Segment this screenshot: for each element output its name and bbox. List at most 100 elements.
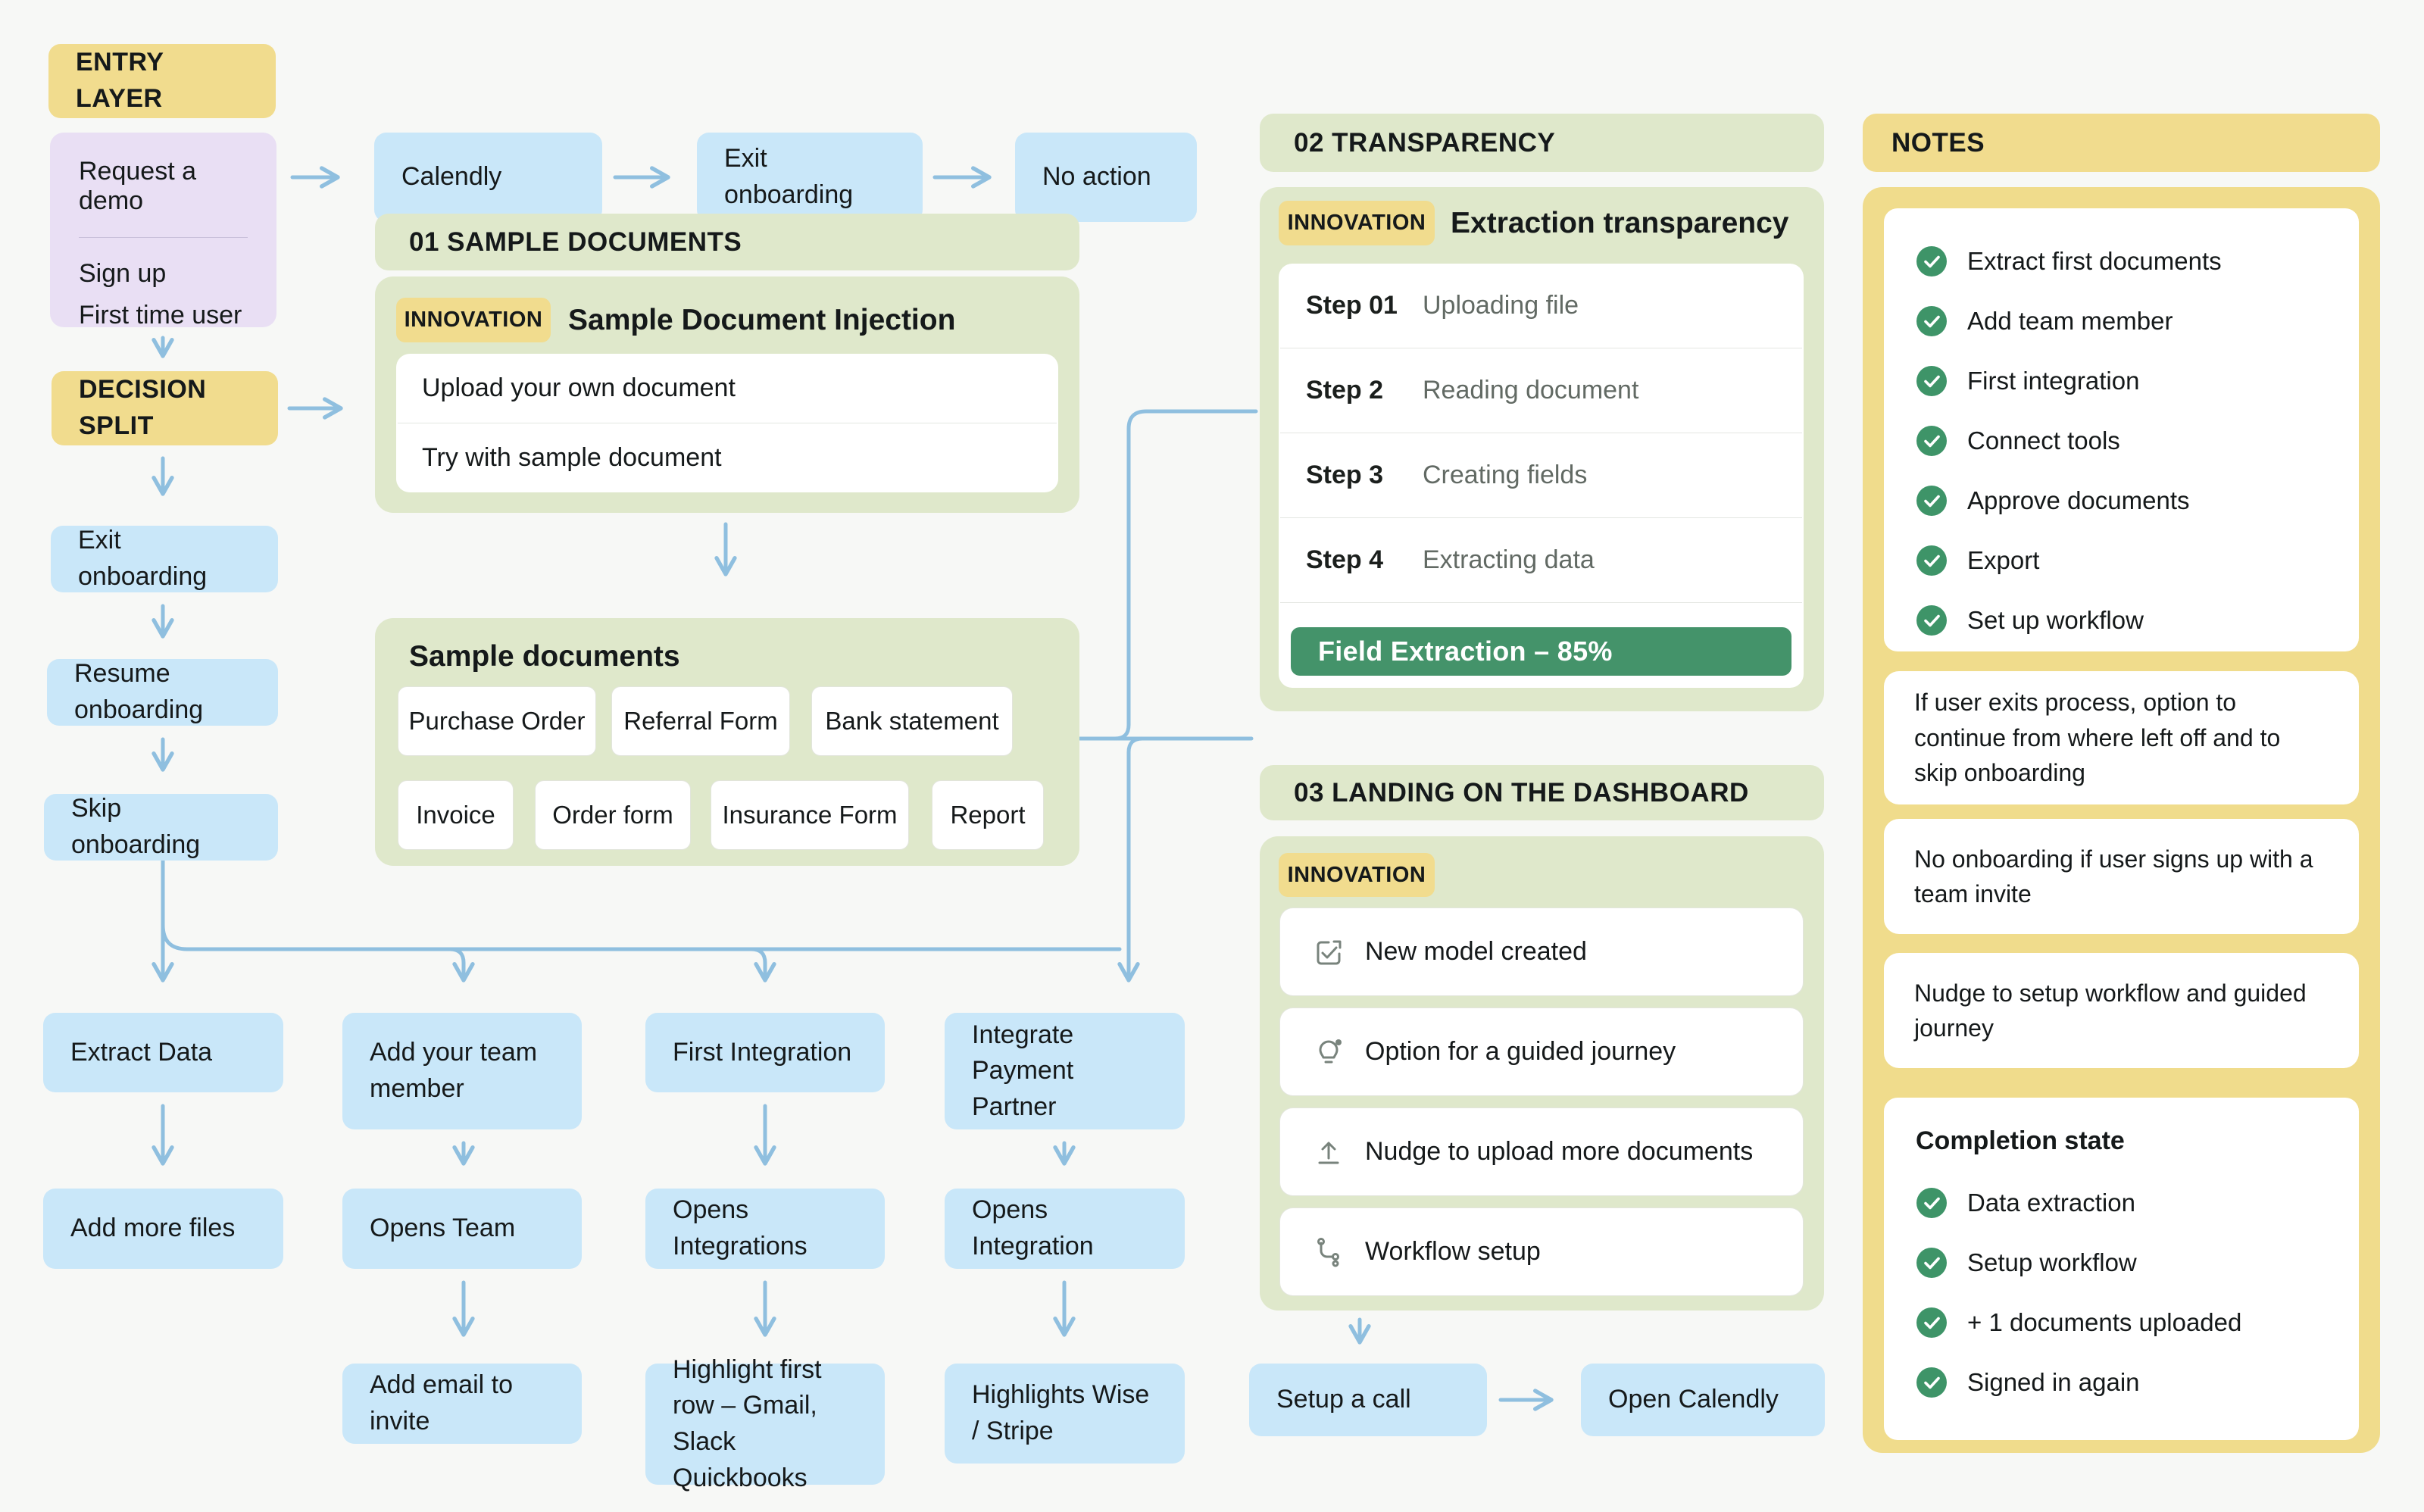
bank-statement-chip[interactable]: Bank statement [811, 686, 1013, 756]
skip-onboarding-node[interactable]: Skip onboarding [44, 794, 278, 861]
completion-item: Signed in again [1884, 1352, 2359, 1412]
opens-integration-node[interactable]: Opens Integration [945, 1189, 1185, 1269]
upload-own-document-option[interactable]: Upload your own document [396, 354, 1058, 423]
guided-journey-item[interactable]: Option for a guided journey [1279, 1007, 1804, 1096]
highlights-wise-stripe-node[interactable]: Highlights Wise / Stripe [945, 1364, 1185, 1464]
completion-item-label: Data extraction [1967, 1188, 2135, 1217]
step-divider [1280, 602, 1802, 603]
check-circle-icon [1916, 305, 1948, 337]
order-form-chip[interactable]: Order form [535, 780, 691, 850]
calendly-node[interactable]: Calendly [374, 133, 602, 222]
signup-label: Sign up [79, 259, 167, 288]
check-circle-icon [1916, 245, 1948, 277]
transparency-card[interactable]: INNOVATION Extraction transparency Step … [1260, 187, 1824, 711]
first-integration-node[interactable]: First Integration [645, 1013, 885, 1092]
add-email-invite-label: Add email to invite [370, 1370, 513, 1435]
checklist-item-label: First integration [1967, 366, 2140, 395]
section-02-header-label: 02 TRANSPARENCY [1294, 127, 1556, 158]
referral-form-label: Referral Form [623, 707, 778, 735]
no-action-node[interactable]: No action [1015, 133, 1197, 222]
add-more-files-node[interactable]: Add more files [43, 1189, 283, 1269]
purchase-order-label: Purchase Order [408, 707, 586, 735]
entry-divider [79, 237, 248, 238]
new-model-created-item[interactable]: New model created [1279, 908, 1804, 996]
decision-split-label: DECISION SPLIT [79, 375, 207, 440]
completion-state-title: Completion state [1916, 1126, 2125, 1155]
sample-injection-title: Sample Document Injection [568, 303, 956, 336]
resume-onboarding-label: Resume onboarding [74, 659, 204, 724]
completion-item-label: + 1 documents uploaded [1967, 1307, 2242, 1336]
checklist-item-label: Set up workflow [1967, 605, 2144, 634]
check-circle-icon [1916, 485, 1948, 517]
completion-item: Data extraction [1884, 1173, 2359, 1232]
opens-team-label: Opens Team [370, 1214, 516, 1243]
try-sample-document-option[interactable]: Try with sample document [396, 423, 1058, 492]
opens-team-node[interactable]: Opens Team [342, 1189, 582, 1269]
step-row-4: Step 4 Extracting data [1279, 518, 1804, 602]
nudge-upload-item[interactable]: Nudge to upload more documents [1279, 1107, 1804, 1196]
note-card-nudge-workflow: Nudge to setup workflow and guided journ… [1884, 953, 2359, 1068]
step-3-text: Creating fields [1423, 461, 1588, 489]
opens-integrations-node[interactable]: Opens Integrations [645, 1189, 885, 1269]
report-chip[interactable]: Report [932, 780, 1044, 850]
check-circle-icon [1916, 425, 1948, 457]
highlights-wise-stripe-label: Highlights Wise / Stripe [972, 1380, 1150, 1445]
entry-card[interactable]: Request a demo Sign up First time user [50, 133, 276, 330]
completion-item: Setup workflow [1884, 1232, 2359, 1292]
innovation-badge-03-label: INNOVATION [1287, 862, 1426, 887]
referral-form-chip[interactable]: Referral Form [611, 686, 790, 756]
innovation-badge-02-label: INNOVATION [1287, 211, 1426, 235]
note-exit-process-text: If user exits process, option to continu… [1914, 689, 2281, 787]
checklist-item: Set up workflow [1884, 590, 2359, 650]
field-extraction-progress[interactable]: Field Extraction – 85% [1291, 627, 1791, 676]
workflow-icon [1312, 1236, 1345, 1269]
try-sample-document-label: Try with sample document [422, 442, 722, 472]
calendly-label: Calendly [401, 162, 502, 192]
add-more-files-label: Add more files [70, 1214, 236, 1243]
check-circle-icon [1916, 1187, 1948, 1219]
note-team-invite-text: No onboarding if user signs up with a te… [1914, 845, 2313, 908]
note-nudge-workflow-text: Nudge to setup workflow and guided journ… [1914, 979, 2307, 1042]
add-email-invite-node[interactable]: Add email to invite [342, 1364, 582, 1444]
opens-integrations-label: Opens Integrations [673, 1195, 807, 1261]
exit-onboarding-top-node[interactable]: Exit onboarding [697, 133, 923, 222]
entry-layer-header[interactable]: ENTRY LAYER [48, 44, 276, 118]
section-01-header: 01 SAMPLE DOCUMENTS [375, 214, 1079, 270]
sample-injection-card[interactable]: INNOVATION Sample Document Injection Upl… [375, 276, 1079, 513]
purchase-order-chip[interactable]: Purchase Order [398, 686, 596, 756]
entry-layer-label: ENTRY LAYER [76, 48, 164, 113]
highlight-first-row-node[interactable]: Highlight first row – Gmail, Slack Quick… [645, 1355, 885, 1492]
checklist-item: Extract first documents [1884, 231, 2359, 291]
checklist-item-label: Extract first documents [1967, 246, 2222, 275]
new-model-icon [1312, 936, 1345, 969]
sample-documents-card[interactable]: Sample documents Purchase Order Referral… [375, 618, 1079, 866]
step-divider [1280, 517, 1802, 518]
checklist-item: Add team member [1884, 291, 2359, 351]
notes-panel: Extract first documents Add team member … [1863, 187, 2380, 1453]
checklist-item-label: Export [1967, 545, 2040, 574]
add-team-member-node[interactable]: Add your team member [342, 1013, 582, 1129]
setup-call-node[interactable]: Setup a call [1249, 1364, 1487, 1436]
note-card-exit-process: If user exits process, option to continu… [1884, 671, 2359, 804]
open-calendly-node[interactable]: Open Calendly [1581, 1364, 1825, 1436]
completion-state-card: Completion state Data extraction Setup w… [1884, 1098, 2359, 1440]
integrate-payment-partner-node[interactable]: Integrate Payment Partner [945, 1013, 1185, 1129]
step-row-3: Step 3 Creating fields [1279, 433, 1804, 517]
first-integration-label: First Integration [673, 1037, 852, 1067]
completion-item-label: Signed in again [1967, 1367, 2140, 1396]
insurance-form-chip[interactable]: Insurance Form [711, 780, 909, 850]
extract-data-label: Extract Data [70, 1037, 213, 1067]
checklist-item-label: Add team member [1967, 306, 2173, 335]
completion-item-label: Setup workflow [1967, 1248, 2137, 1276]
decision-split-node[interactable]: DECISION SPLIT [52, 371, 278, 445]
upload-icon [1312, 1136, 1345, 1169]
exit-onboarding-node[interactable]: Exit onboarding [51, 526, 278, 592]
check-circle-icon [1916, 1307, 1948, 1339]
workflow-setup-item[interactable]: Workflow setup [1279, 1207, 1804, 1296]
dashboard-card[interactable]: INNOVATION New model created Option for … [1260, 836, 1824, 1311]
resume-onboarding-node[interactable]: Resume onboarding [47, 659, 278, 726]
invoice-chip[interactable]: Invoice [398, 780, 514, 850]
extract-data-node[interactable]: Extract Data [43, 1013, 283, 1092]
nudge-upload-label: Nudge to upload more documents [1365, 1137, 1754, 1166]
checklist-item: Approve documents [1884, 470, 2359, 530]
